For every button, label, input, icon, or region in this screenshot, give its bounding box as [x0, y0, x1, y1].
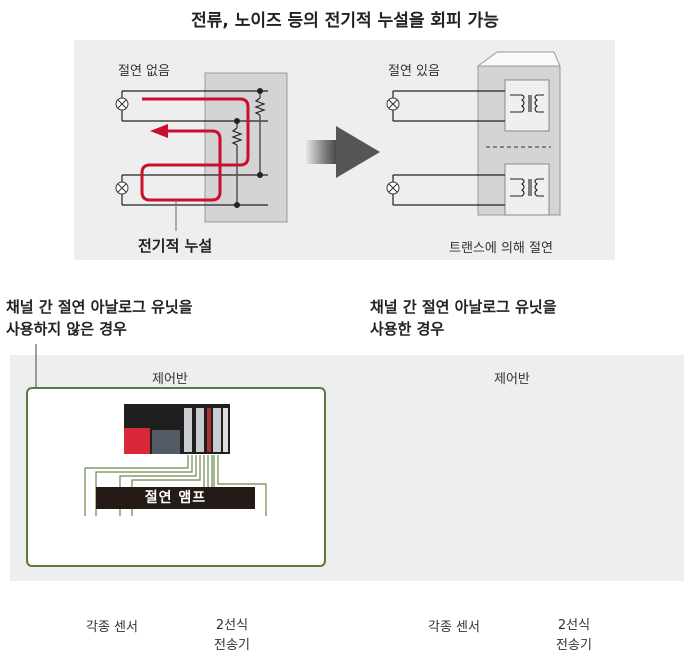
isolation-label: 절연 있음 [388, 64, 440, 79]
case-heading-line: 사용한 경우 [370, 320, 445, 338]
case-heading-line: 채널 간 절연 아날로그 유닛을 [370, 298, 557, 316]
arrow-icon [306, 126, 380, 178]
control-panel-frame [26, 387, 326, 567]
case-heading-without: 채널 간 절연 아날로그 유닛을 사용하지 않은 경우 [6, 296, 193, 340]
transformer-box [504, 163, 550, 216]
transmitter-label-line: 2선식 [557, 618, 591, 633]
no-isolation-diagram [115, 72, 288, 231]
case-heading-with: 채널 간 절연 아날로그 유닛을 사용한 경우 [370, 296, 557, 340]
no-isolation-label: 절연 없음 [118, 64, 170, 79]
transformer-icon [510, 94, 544, 197]
transmitter-label-line: 전송기 [214, 638, 250, 653]
leak-path [140, 97, 250, 202]
transmitter-label: 2선식 전송기 [552, 616, 596, 656]
control-panel-label: 제어반 [152, 372, 188, 387]
case-heading-line: 사용하지 않은 경우 [6, 320, 127, 338]
sensor-label: 각종 센서 [428, 620, 480, 635]
control-panel-label: 제어반 [494, 372, 530, 387]
isolation-diagram [386, 51, 561, 216]
transformer-isolation-label: 트랜스에 의해 절연 [449, 241, 553, 256]
sensor-lamp-icon [115, 97, 129, 195]
leak-arrow-icon [150, 124, 168, 138]
transmitter-label-line: 전송기 [556, 638, 592, 653]
isolation-amp-bar: 절연 앰프 [96, 487, 255, 509]
plc-unit-image [124, 404, 230, 454]
transformer-box [504, 79, 550, 132]
leak-label: 전기적 누설 [138, 237, 213, 255]
transmitter-label: 2선식 전송기 [210, 616, 254, 656]
sensor-lamp-icon [386, 97, 400, 195]
case-heading-line: 채널 간 절연 아날로그 유닛을 [6, 298, 193, 316]
resistor-icon [231, 97, 266, 146]
junction-dots [234, 88, 263, 208]
transmitter-label-line: 2선식 [215, 618, 249, 633]
page-title: 전류, 노이즈 등의 전기적 누설을 회피 가능 [191, 11, 499, 31]
sensor-label: 각종 센서 [86, 620, 138, 635]
